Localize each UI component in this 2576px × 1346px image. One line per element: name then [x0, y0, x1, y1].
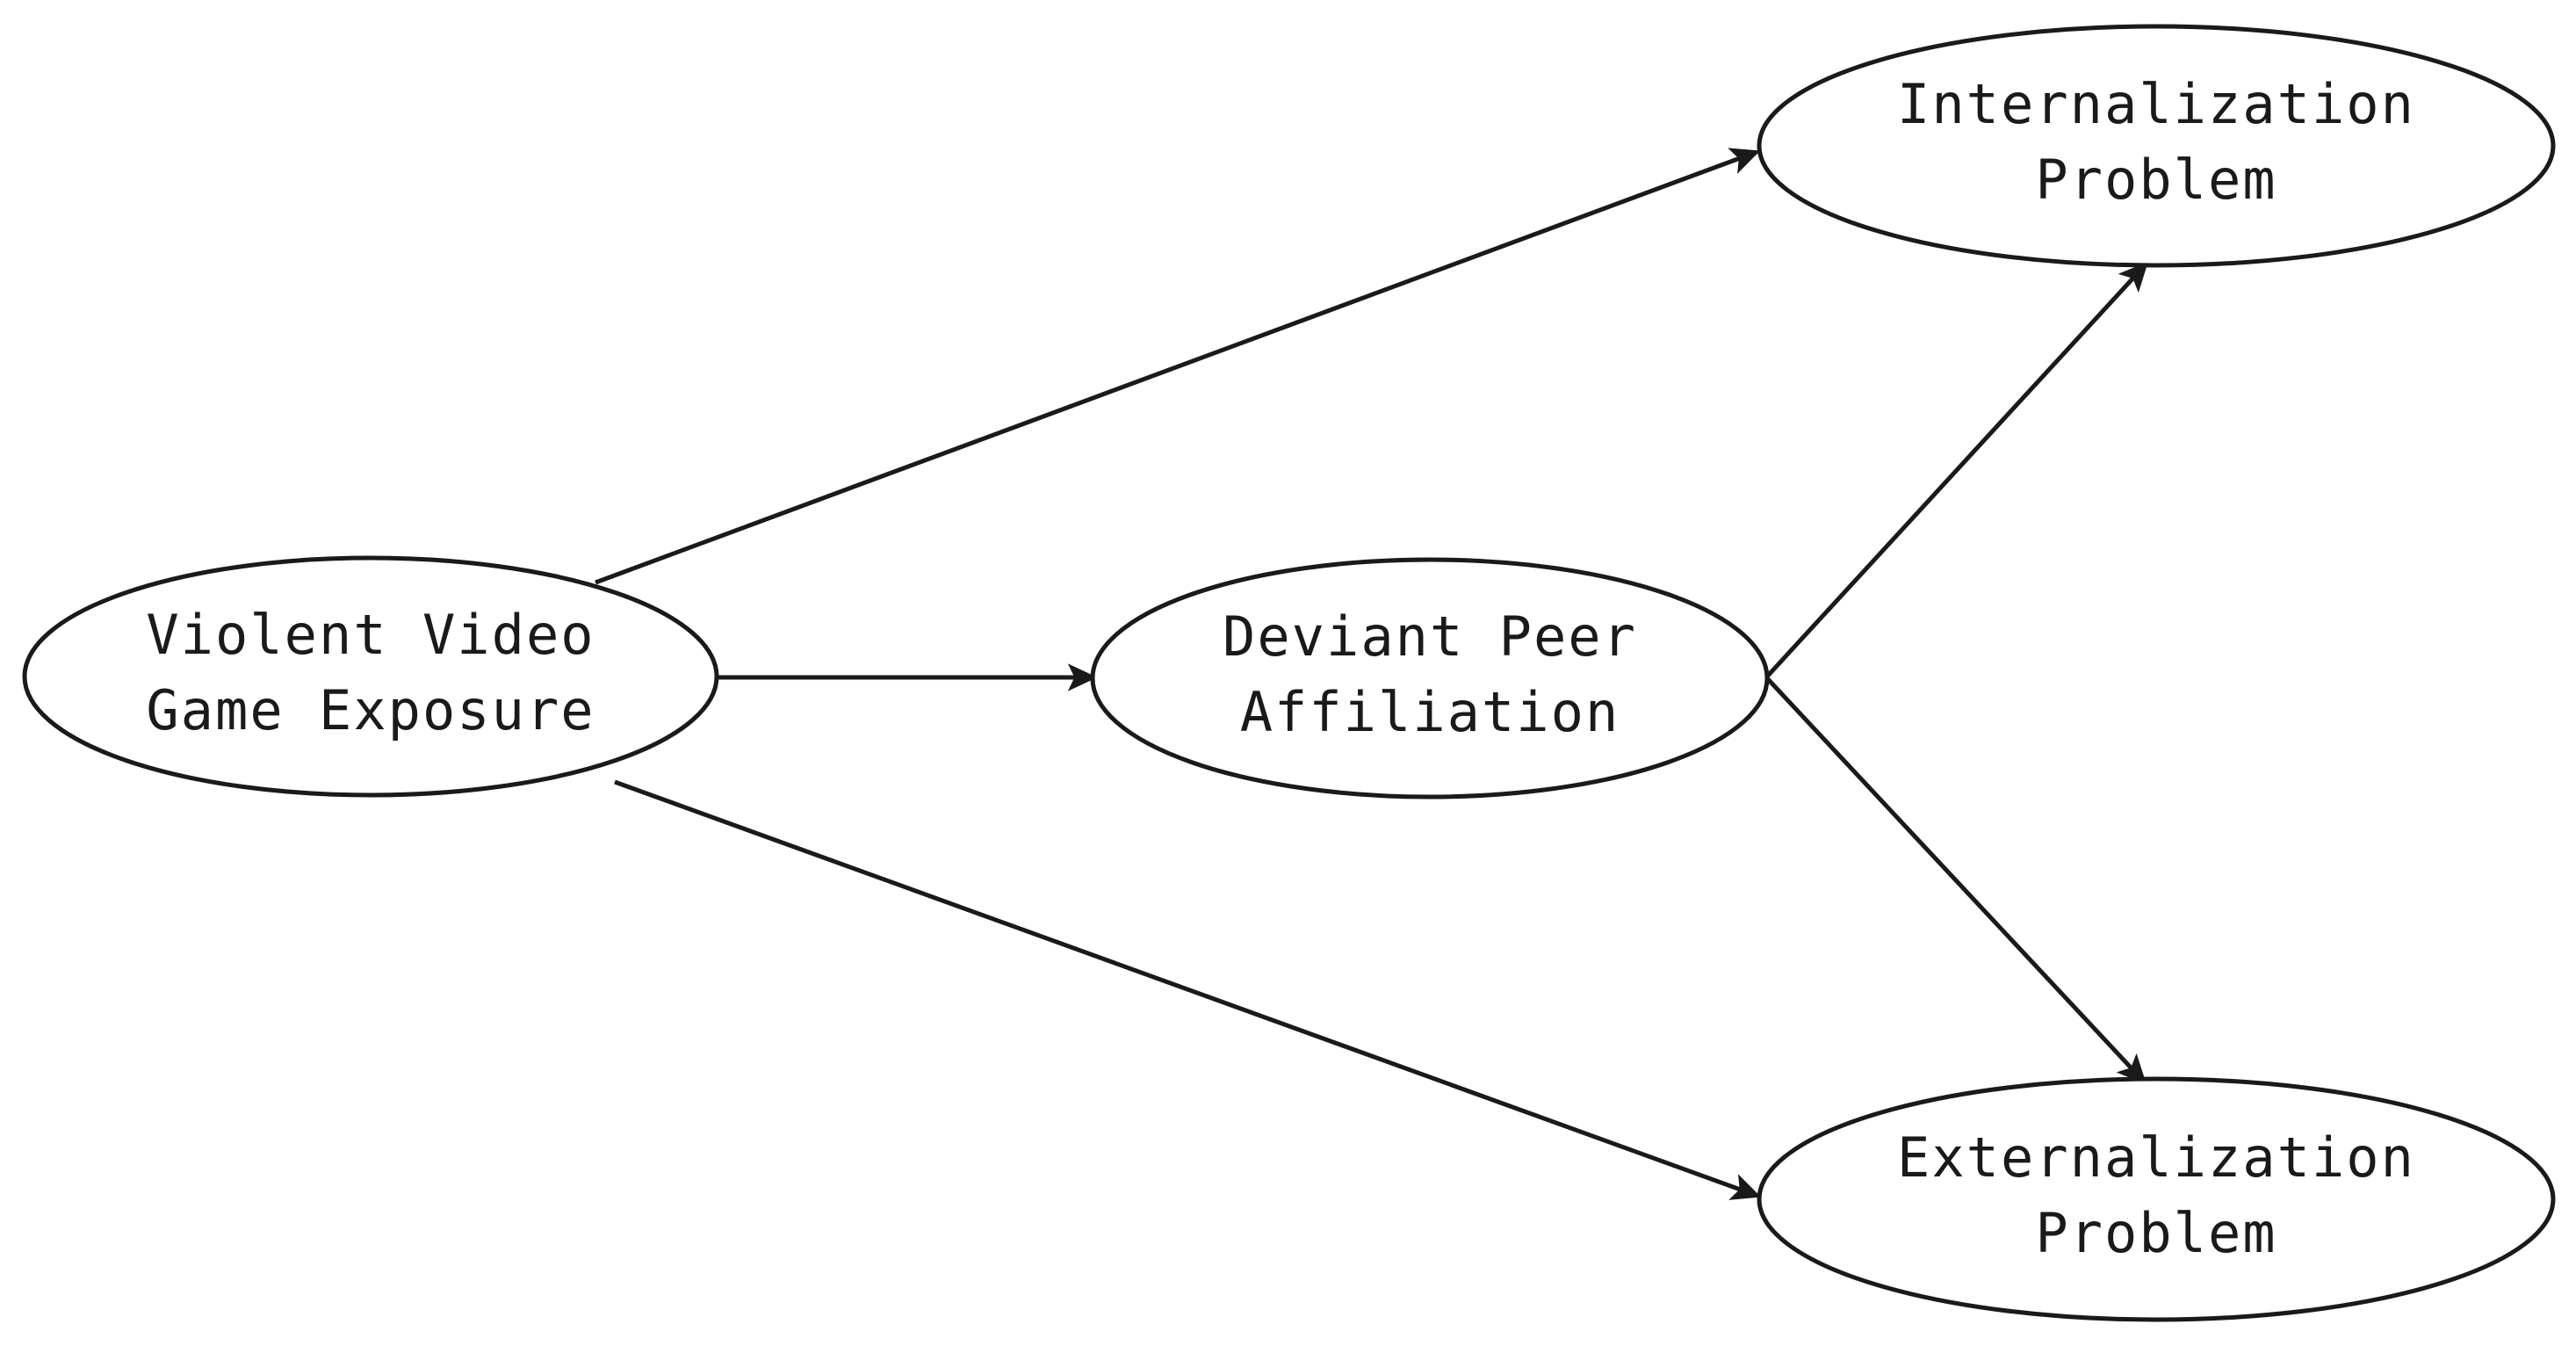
node-label-line2: Affiliation	[1240, 680, 1620, 744]
node-deviant-peer-affiliation[interactable]: Deviant Peer Affiliation	[1090, 557, 1770, 800]
node-ellipse-shape	[1090, 557, 1770, 800]
node-label-line1: Externalization	[1897, 1125, 2415, 1190]
node-internalization-problem[interactable]: Internalization Problem	[1757, 24, 2556, 268]
node-label-line1: Violent Video	[146, 603, 595, 667]
node-ellipse-shape	[22, 555, 719, 798]
edge-deviant-peer-to-internalization	[1765, 261, 2148, 678]
node-violent-video-game-exposure[interactable]: Violent Video Game Exposure	[22, 555, 719, 798]
edge-vvge-to-internalization	[595, 148, 1761, 585]
node-label-line2: Problem	[2035, 1201, 2277, 1265]
node-label-line1: Internalization	[1897, 72, 2415, 136]
node-ellipse-shape	[1757, 1076, 2556, 1322]
node-label-line2: Problem	[2035, 148, 2277, 212]
node-externalization-problem[interactable]: Externalization Problem	[1757, 1076, 2556, 1322]
node-label-line1: Deviant Peer	[1223, 604, 1637, 669]
node-ellipse-shape	[1757, 24, 2556, 268]
edges-layer	[595, 148, 2148, 1200]
edge-deviant-peer-to-externalization	[1765, 677, 2147, 1085]
node-label-line2: Game Exposure	[146, 678, 595, 742]
nodes-layer: Violent Video Game Exposure Deviant Peer…	[22, 24, 2556, 1322]
edge-vvge-to-externalization	[614, 779, 1762, 1200]
